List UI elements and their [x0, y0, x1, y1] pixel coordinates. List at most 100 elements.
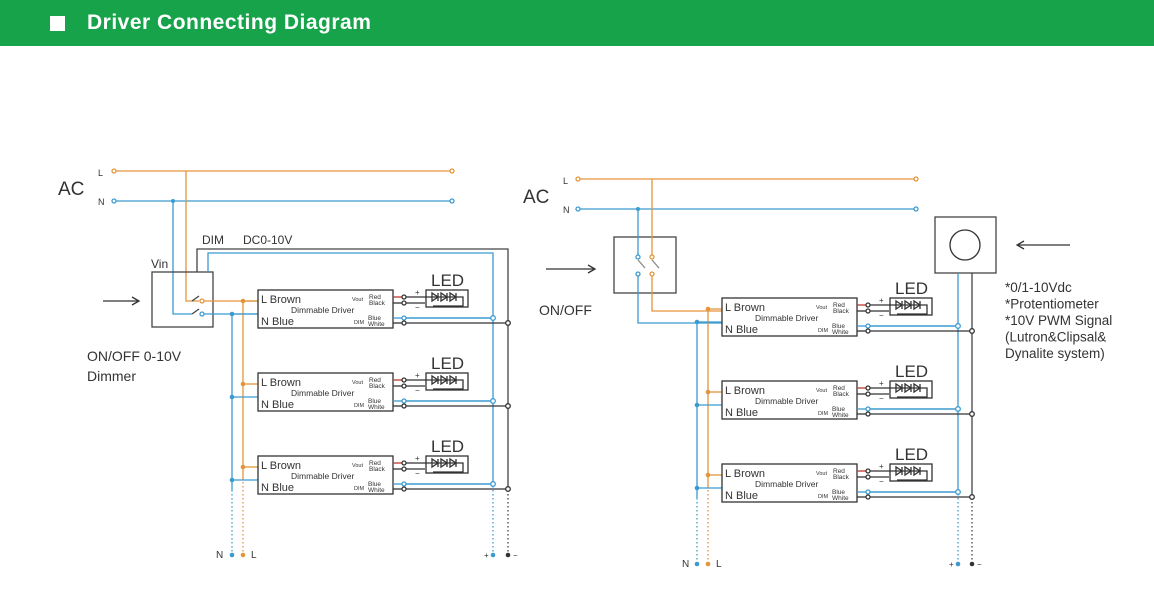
note-line: *0/1-10Vdc: [1005, 280, 1072, 295]
led-strip-icon: [425, 372, 469, 391]
junction-dot: [240, 381, 246, 387]
led-plus-label: +: [415, 454, 420, 463]
n-blue-label: N Blue: [261, 316, 294, 328]
n-blue-label: N Blue: [261, 482, 294, 494]
driver-name: Dimmable Driver: [291, 305, 354, 315]
blue-label: Blue: [832, 323, 845, 330]
n-blue-label: N Blue: [725, 407, 758, 419]
led-plus-label: +: [415, 288, 420, 297]
led-strip-icon: [425, 289, 469, 308]
junction-dot: [705, 472, 711, 478]
l-brown-label: L Brown: [261, 294, 301, 306]
n-blue-label: N Blue: [725, 490, 758, 502]
white-label: White: [368, 487, 385, 494]
driver-box: [257, 455, 394, 495]
diode-icon: [913, 382, 922, 394]
white-label: White: [368, 404, 385, 411]
dim-label: DIM: [354, 403, 365, 409]
led-minus-label: −: [879, 477, 884, 486]
led-strip-icon: [889, 463, 933, 482]
black-label: Black: [369, 300, 386, 307]
l-label: L: [563, 176, 568, 186]
bottom-l-label: L: [251, 550, 257, 561]
diode-icon: [904, 382, 913, 394]
switch-box: [613, 236, 677, 294]
led-label: LED: [895, 279, 928, 298]
blue-label: Blue: [368, 315, 381, 322]
bottom-plus-label: +: [949, 560, 954, 569]
n-blue-label: N Blue: [725, 324, 758, 336]
blue-label: Blue: [832, 406, 845, 413]
bottom-n-label: N: [682, 559, 689, 570]
diode-icon: [913, 465, 922, 477]
bottom-minus-label: −: [513, 551, 518, 560]
led-minus-label: −: [879, 394, 884, 403]
diode-icon: [440, 457, 449, 469]
led-label: LED: [431, 271, 464, 290]
blue-label: Blue: [368, 398, 381, 405]
led-plus-label: +: [879, 379, 884, 388]
white-label: White: [368, 321, 385, 328]
diode-icon: [904, 465, 913, 477]
led-label: LED: [895, 362, 928, 381]
driver-name: Dimmable Driver: [755, 396, 818, 406]
red-label: Red: [369, 377, 381, 384]
red-label: Red: [833, 302, 845, 309]
led-strip-icon: [889, 380, 933, 399]
red-label: Red: [369, 294, 381, 301]
l-brown-label: L Brown: [261, 460, 301, 472]
left-diagram: AC L N Vin DIM DC0-10V N L + − ON/OFF 0-…: [58, 168, 518, 561]
black-label: Black: [833, 308, 850, 315]
led-minus-label: −: [415, 469, 420, 478]
driver-box: [257, 289, 394, 329]
led-label: LED: [431, 354, 464, 373]
bottom-n-label: N: [216, 550, 223, 561]
led-minus-label: −: [415, 303, 420, 312]
black-label: Black: [833, 391, 850, 398]
led-strip-icon: [425, 455, 469, 474]
note-line: *10V PWM Signal: [1005, 313, 1112, 328]
led-minus-label: −: [415, 386, 420, 395]
junction-dot: [705, 389, 711, 395]
n-label: N: [563, 205, 570, 215]
dimmer-box: [151, 271, 214, 328]
led-strip-icon: [889, 297, 933, 316]
ac-label: AC: [523, 187, 549, 208]
red-label: Red: [833, 385, 845, 392]
driver-box: [721, 297, 858, 337]
note-line: *Protentiometer: [1005, 297, 1099, 312]
diode-icon: [431, 291, 440, 303]
led-plus-label: +: [879, 296, 884, 305]
dimmer-knob-icon: [949, 229, 981, 261]
ac-label: AC: [58, 179, 84, 200]
vout-label: Vout: [816, 388, 827, 394]
led-label: LED: [895, 445, 928, 464]
junction-dot: [240, 464, 246, 470]
dimmer-box: [934, 216, 997, 274]
driver-name: Dimmable Driver: [755, 479, 818, 489]
driver-box: [257, 372, 394, 412]
vin-label: Vin: [151, 257, 168, 271]
red-label: Red: [369, 460, 381, 467]
dim-label: DIM: [202, 233, 224, 247]
right-diagram: AC L N N L + − ON/OFF *0/1-10Vdc*Protent…: [523, 176, 1112, 570]
diode-icon: [440, 291, 449, 303]
led-minus-label: −: [879, 311, 884, 320]
diode-icon: [431, 374, 440, 386]
junction-dot: [705, 306, 711, 312]
vout-label: Vout: [352, 463, 363, 469]
diode-icon: [904, 299, 913, 311]
vout-label: Vout: [816, 305, 827, 311]
diode-icon: [895, 382, 904, 394]
led-plus-label: +: [879, 462, 884, 471]
driver-box: [721, 380, 858, 420]
white-label: White: [832, 495, 849, 502]
l-brown-label: L Brown: [725, 302, 765, 314]
header-bar: Driver Connecting Diagram: [0, 0, 1154, 46]
dim-label: DIM: [354, 486, 365, 492]
